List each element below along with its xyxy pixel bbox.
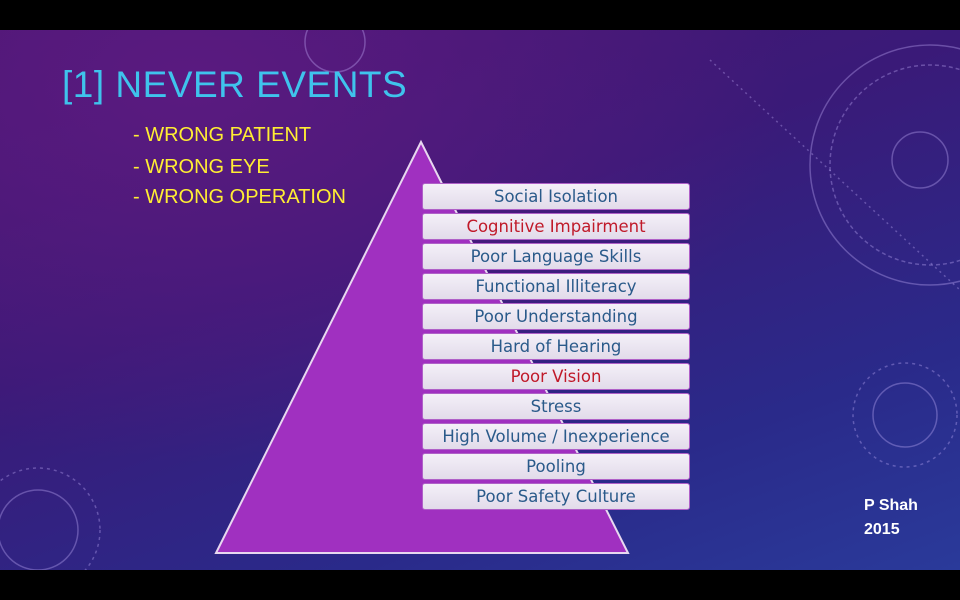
deco-circle: [0, 489, 79, 570]
pyramid-item: Cognitive Impairment: [422, 213, 690, 240]
author-credit: P Shah 2015: [864, 494, 918, 542]
pyramid-item: Functional Illiteracy: [422, 273, 690, 300]
slide-title: [1] NEVER EVENTS: [62, 64, 408, 105]
deco-circle: [872, 382, 938, 448]
pyramid-item: Social Isolation: [422, 183, 690, 210]
slide: [1] NEVER EVENTS - WRONG PATIENT - WRONG…: [0, 30, 960, 570]
pyramid-item: Poor Safety Culture: [422, 483, 690, 510]
pyramid-item: Poor Understanding: [422, 303, 690, 330]
pyramid-item: Poor Vision: [422, 363, 690, 390]
deco-circle: [304, 30, 366, 73]
deco-circle: [829, 64, 960, 266]
deco-circle: [809, 44, 960, 286]
background-decoration: [0, 30, 960, 570]
author-year: 2015: [864, 521, 900, 538]
bullet-item: - WRONG PATIENT: [133, 124, 312, 146]
deco-circle: [891, 131, 949, 189]
pyramid-item: Stress: [422, 393, 690, 420]
pyramid-item: Hard of Hearing: [422, 333, 690, 360]
pyramid-item: Pooling: [422, 453, 690, 480]
author-name: P Shah: [864, 497, 918, 514]
pyramid-item: Poor Language Skills: [422, 243, 690, 270]
bullet-item: - WRONG EYE: [133, 156, 270, 178]
pyramid-item: High Volume / Inexperience: [422, 423, 690, 450]
deco-circle: [0, 467, 101, 570]
bullet-item: - WRONG OPERATION: [133, 186, 346, 208]
deco-circle: [852, 362, 958, 468]
deco-line: [709, 59, 960, 291]
